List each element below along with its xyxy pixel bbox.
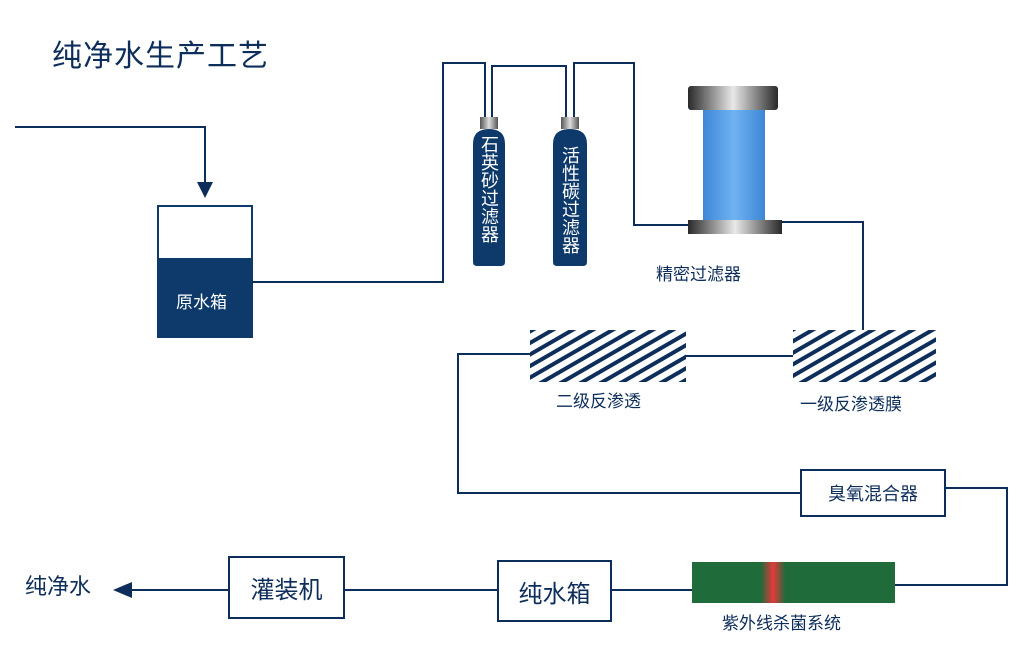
filling-machine-box: 灌装机 (228, 556, 345, 619)
filler-label: 灌装机 (250, 576, 323, 604)
ro-stage2-label: 二级反渗透 (556, 392, 641, 412)
pure-water-tank-box: 纯水箱 (497, 560, 612, 622)
output-label: 纯净水 (25, 575, 92, 600)
ro-stage1-membrane (793, 330, 936, 382)
precision-filter-label: 精密过滤器 (656, 265, 741, 285)
output-arrow (113, 582, 132, 598)
quartz-filter-label: 石英砂过滤器 (478, 135, 499, 243)
pipe-ozone-to-uv (895, 487, 1008, 586)
pipe-quartz-to-carbon (491, 65, 567, 117)
pipe-precision-to-ro1 (782, 221, 864, 333)
activated-carbon-filter (553, 117, 587, 266)
raw-tank-label: 原水箱 (176, 293, 227, 313)
ro-stage2-membrane (530, 330, 686, 382)
inlet-pipe (15, 126, 206, 195)
ozone-mixer-box: 臭氧混合器 (800, 469, 946, 517)
inlet-arrow (197, 182, 213, 198)
quartz-sand-filter (473, 117, 505, 266)
precision-filter (688, 86, 782, 234)
ozone-mixer-label: 臭氧混合器 (828, 484, 918, 505)
raw-water-tank (157, 205, 253, 338)
ro-stage1-label: 一级反渗透膜 (800, 395, 902, 415)
pipe-ro2-to-ozone (457, 353, 800, 494)
pipe-tank-to-quartz (252, 62, 486, 283)
carbon-filter-label: 活性碳过滤器 (559, 146, 580, 254)
pure-tank-label: 纯水箱 (518, 579, 591, 608)
uv-sterilizer-label: 紫外线杀菌系统 (722, 614, 841, 634)
diagram-title: 纯净水生产工艺 (52, 39, 269, 74)
pipe-carbon-to-precision (573, 62, 690, 226)
uv-sterilizer-unit (692, 562, 895, 603)
